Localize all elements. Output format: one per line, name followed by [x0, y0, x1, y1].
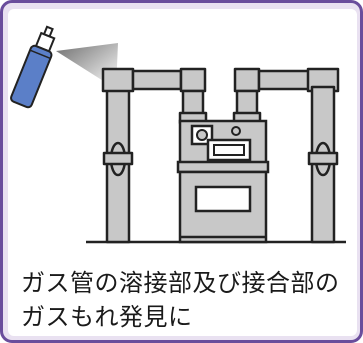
caption-line-1: ガス管の溶接部及び接合部の [21, 269, 340, 297]
spray-can-icon [10, 25, 56, 109]
gas-pipe-illustration [10, 25, 346, 244]
caption-line-2: ガスもれ発見に [21, 303, 193, 331]
caption: ガス管の溶接部及び接合部の ガスもれ発見に [21, 266, 347, 334]
gas-meter-icon [176, 119, 270, 244]
card-panel: ガス管の溶接部及び接合部の ガスもれ発見に [8, 9, 357, 336]
right-pipe [232, 67, 340, 244]
